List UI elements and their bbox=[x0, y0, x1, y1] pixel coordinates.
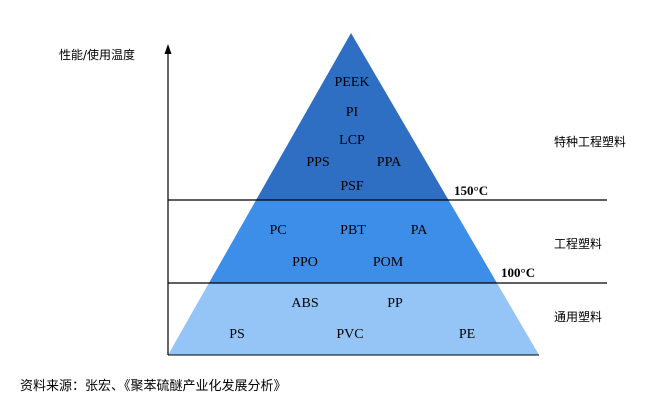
material-label: PSF bbox=[340, 179, 364, 194]
material-label: PPO bbox=[292, 255, 318, 270]
material-label: PA bbox=[411, 223, 429, 238]
tier-name-general: 通用塑料 bbox=[554, 309, 602, 324]
material-label: PC bbox=[269, 223, 286, 238]
material-label: PP bbox=[387, 296, 403, 311]
threshold-label-100: 100°C bbox=[501, 265, 535, 280]
material-label: PE bbox=[459, 327, 475, 342]
material-label: LCP bbox=[339, 133, 365, 148]
material-label: PS bbox=[229, 327, 245, 342]
threshold-label-150: 150°C bbox=[454, 183, 488, 198]
material-label: PVC bbox=[336, 327, 363, 342]
tier-band-general bbox=[168, 283, 539, 355]
material-label: PEEK bbox=[335, 75, 370, 90]
material-label: PI bbox=[346, 105, 359, 120]
tier-name-engineering: 工程塑料 bbox=[554, 236, 602, 251]
material-label: PBT bbox=[340, 223, 366, 238]
material-label: POM bbox=[373, 255, 404, 270]
source-note: 资料来源：张宏、《聚苯硫醚产业化发展分析》 bbox=[20, 379, 287, 394]
axis-arrow-icon bbox=[164, 44, 172, 54]
axis-label: 性能/使用温度 bbox=[59, 47, 135, 62]
material-label: ABS bbox=[291, 296, 318, 311]
tier-band-engineering bbox=[168, 200, 539, 283]
material-label: PPA bbox=[377, 155, 402, 170]
tier-name-special: 特种工程塑料 bbox=[554, 134, 626, 149]
material-label: PPS bbox=[306, 155, 329, 170]
